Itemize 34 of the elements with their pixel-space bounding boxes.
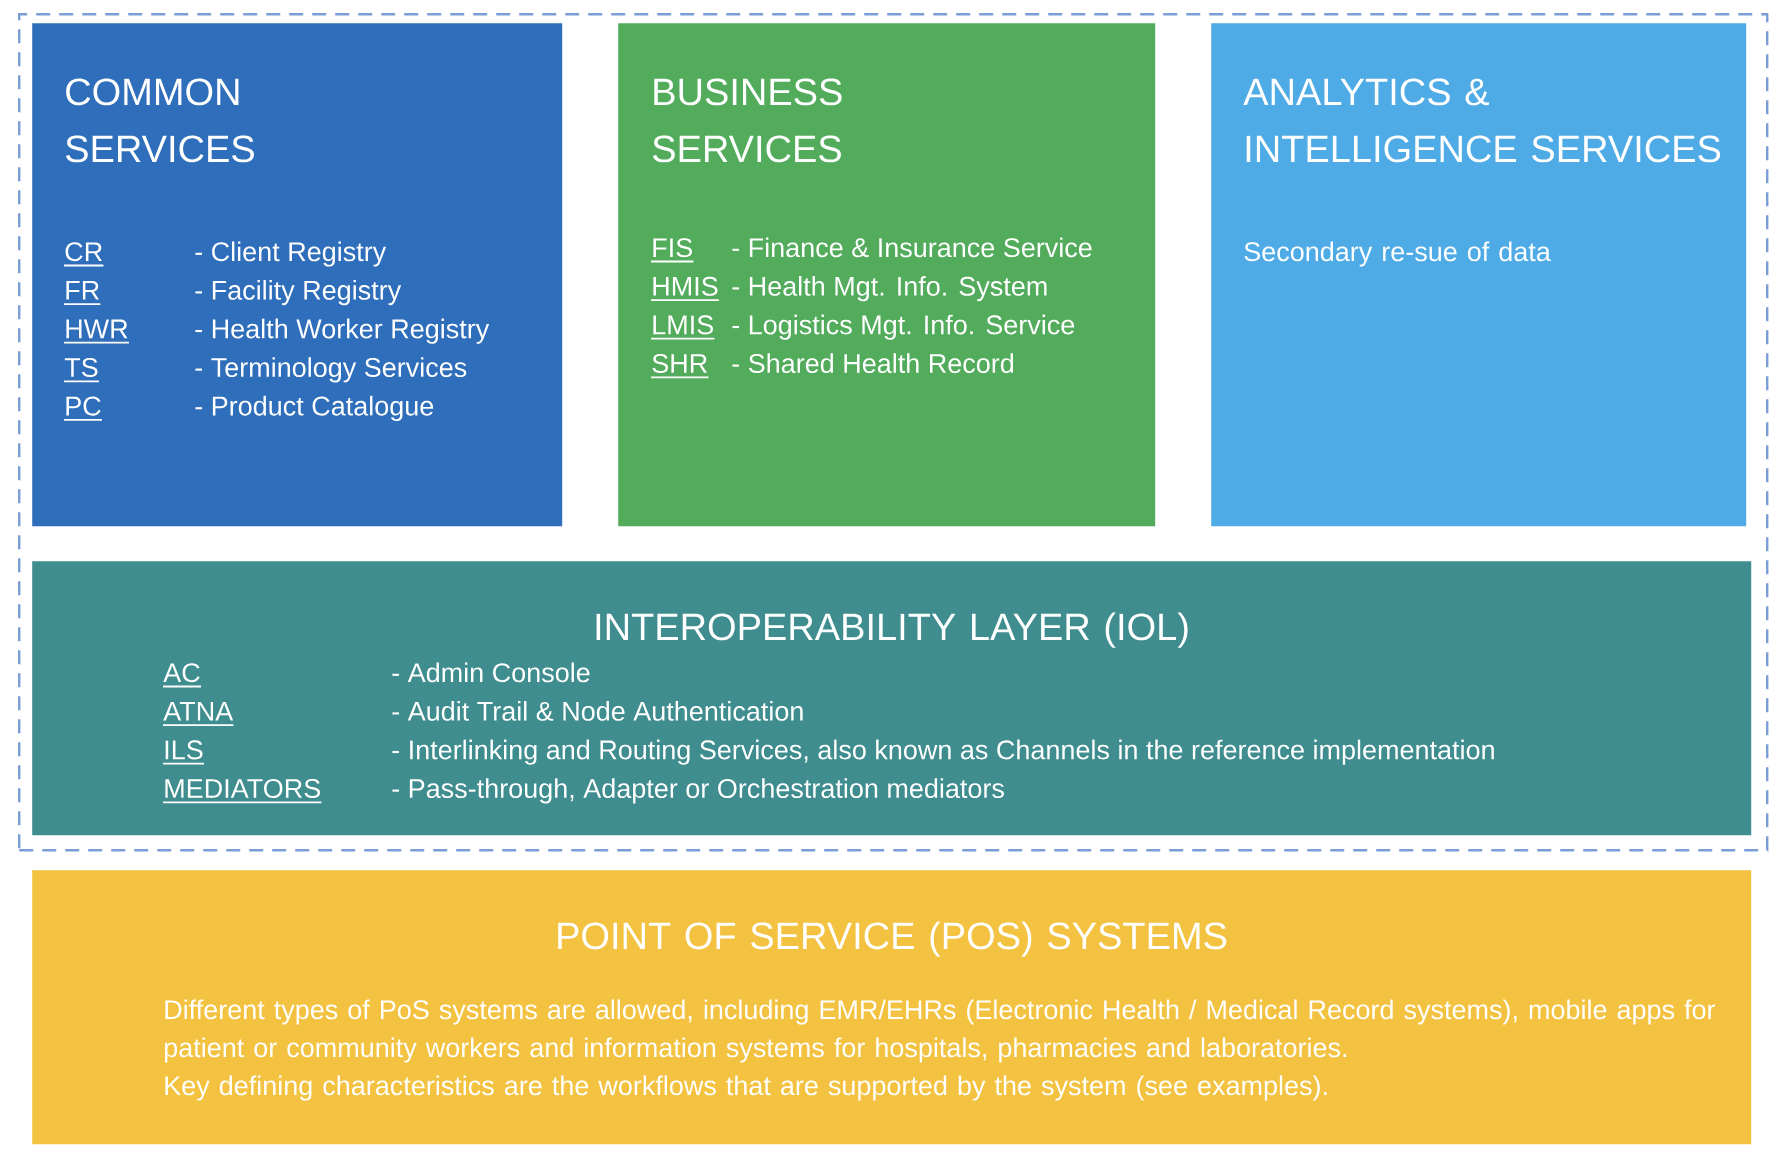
abbreviation-link: HMIS — [650, 276, 720, 301]
abbreviation-link: MEDIATORS — [162, 778, 323, 804]
description-text: - Interlinking and Routing Services, also known as Channels in the reference implementation — [392, 739, 1494, 765]
abbreviation-link: AC — [162, 663, 202, 688]
panel-heading: ANALYTICS & INTELLIGENCE SERVICES — [1243, 78, 1721, 163]
abbreviation-link: CR — [63, 242, 105, 267]
description-text: - Shared Health Record — [732, 353, 1014, 374]
body-text: Key defining characteristics are the workflows that are supported by the system (see examples). — [165, 1075, 1327, 1101]
description-text: - Product Catalogue — [195, 395, 434, 421]
abbreviation-link: TS — [63, 357, 100, 383]
panel-heading: INTEROPERABILITY LAYER (IOL) — [596, 612, 1188, 648]
panel-heading: COMMON SERVICES — [65, 78, 254, 163]
description-text: - Health Worker Registry — [195, 318, 490, 344]
description-text: - Admin Console — [392, 662, 590, 683]
description-text: - Audit Trail & Node Authentication — [392, 701, 803, 721]
panel-heading: POINT OF SERVICE (POS) SYSTEMS — [558, 921, 1227, 957]
description-text: - Terminology Services — [195, 357, 467, 383]
abbreviation-link: LMIS — [650, 315, 716, 340]
body-text: Secondary re-sue of data — [1244, 241, 1551, 267]
description-text: - Logistics Mgt. Info. Service — [732, 314, 1075, 340]
abbreviation-link: SHR — [650, 353, 710, 379]
abbreviation-link: FR — [63, 281, 102, 305]
panel-heading: BUSINESS SERVICES — [652, 78, 842, 163]
description-text: - Pass-through, Adapter or Orchestration mediators — [392, 778, 1004, 804]
abbreviation-link: FIS — [650, 238, 695, 263]
abbreviation-link: ILS — [162, 740, 205, 765]
description-text: - Facility Registry — [195, 280, 402, 306]
description-text: - Health Mgt. Info. System — [732, 276, 1047, 302]
abbreviation-link: HWR — [63, 319, 130, 344]
body-text: Different types of PoS systems are allowed, including EMR/EHRs (Electronic Health / Medical Record systems), mobile apps for patient or community workers and information systems for hospitals, pharmacies and laboratories. — [164, 999, 1716, 1063]
description-text: - Client Registry — [195, 241, 387, 267]
abbreviation-link: ATNA — [162, 702, 235, 726]
abbreviation-link: PC — [63, 396, 103, 421]
description-text: - Finance & Insurance Service — [732, 237, 1092, 258]
